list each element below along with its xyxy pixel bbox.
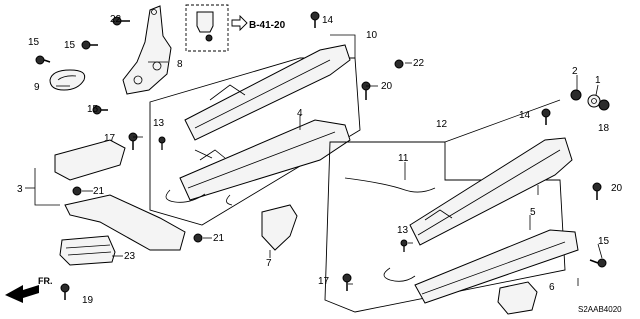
- callout-5: 5: [530, 207, 536, 218]
- bolt-15d: [589, 258, 607, 268]
- nut-21b: [193, 233, 203, 243]
- bolt-16: [112, 16, 130, 26]
- bolt-14b: [541, 108, 551, 125]
- part-23-control-unit: [59, 235, 116, 266]
- wire-harness: [165, 189, 206, 203]
- callout-14: 14: [322, 15, 334, 26]
- part-3-upper-plate: [54, 139, 126, 181]
- reference-label: B-41-20: [249, 20, 286, 31]
- callout-21: 21: [213, 233, 225, 244]
- part-3-lower-bracket: [64, 194, 186, 251]
- front-direction-label: FR.: [38, 276, 53, 286]
- callout-20: 20: [611, 183, 623, 194]
- bolt-15a: [81, 40, 98, 50]
- washer-1: [587, 94, 601, 108]
- bolt-13a: [158, 136, 166, 150]
- part-9-handle: [49, 69, 86, 91]
- callout-15: 15: [28, 37, 40, 48]
- rail-line: [187, 131, 336, 189]
- callout-3: 3: [17, 184, 23, 195]
- handle-grip-line: [57, 75, 77, 81]
- part-7-cover: [261, 204, 298, 251]
- callout-1: 1: [595, 75, 601, 86]
- part-6-cover: [497, 281, 538, 315]
- callout-20: 20: [381, 81, 393, 92]
- callout-2: 2: [572, 66, 578, 77]
- part-4-lower-rail: [179, 119, 351, 201]
- bolt-13b: [400, 239, 408, 252]
- callout-6: 6: [549, 282, 555, 293]
- rail-line: [194, 59, 331, 129]
- nut-18: [598, 99, 610, 111]
- callout-9: 9: [34, 82, 40, 93]
- rail-detail: [199, 149, 226, 161]
- callout-16: 22: [110, 14, 122, 25]
- callout-17: 17: [104, 133, 116, 144]
- callout-21: 21: [93, 186, 105, 197]
- bolt-17a: [128, 132, 138, 150]
- rail-line: [421, 241, 566, 295]
- rail-detail: [424, 209, 453, 221]
- part-11-cable: [344, 177, 436, 193]
- bolt-14a: [310, 11, 320, 28]
- callout-4: 4: [297, 108, 303, 119]
- part-3-bracket-line: [34, 168, 60, 206]
- release-lever: [194, 149, 213, 159]
- callout-19: 19: [82, 295, 94, 306]
- callout-10: 10: [366, 30, 378, 41]
- callout-22: 22: [413, 58, 425, 69]
- wire-harness-right: [383, 267, 416, 282]
- callout-17: 17: [318, 276, 330, 287]
- leader-lines: [56, 34, 603, 300]
- bolt-17b: [342, 273, 352, 291]
- bolt-15c: [92, 105, 108, 115]
- rail-line: [417, 149, 561, 236]
- callout-13: 13: [397, 225, 409, 236]
- reference-arrow-icon: [231, 14, 248, 32]
- nut-22: [394, 59, 404, 69]
- callout-15: 15: [87, 104, 99, 115]
- diagram-code: S2AAB4020: [578, 305, 622, 314]
- nut-2: [570, 89, 582, 101]
- reference-detail-box: [185, 4, 229, 52]
- callout-8: 8: [177, 59, 183, 70]
- callout-15: 15: [64, 40, 76, 51]
- callout-7: 7: [266, 258, 272, 269]
- front-arrow-icon: [5, 285, 39, 303]
- nut-21a: [72, 186, 82, 196]
- rail-detail: [209, 84, 246, 101]
- callout-15: 15: [598, 236, 610, 247]
- bolt-20a: [361, 81, 371, 100]
- bolt-20b: [592, 182, 602, 200]
- callout-23: 23: [124, 251, 136, 262]
- part-12-frame: [324, 141, 566, 313]
- part-12-leader: [444, 99, 561, 143]
- callout-11: 11: [398, 153, 409, 164]
- wire-harness: [226, 194, 233, 206]
- callout-14: 14: [519, 110, 531, 121]
- part-8-bracket: [122, 5, 172, 95]
- clip-part-detail: [196, 11, 214, 33]
- unit-ribs: [65, 244, 112, 256]
- callout-18: 18: [598, 123, 610, 134]
- bolt-15b: [35, 55, 51, 65]
- callout-12: 12: [436, 119, 448, 130]
- part-10-frame: [149, 57, 361, 226]
- upper-rail: [184, 44, 351, 141]
- bracket-hole: [151, 9, 157, 15]
- bracket-hole: [133, 75, 143, 85]
- clip-bolt: [205, 34, 213, 42]
- callout-13: 13: [153, 118, 165, 129]
